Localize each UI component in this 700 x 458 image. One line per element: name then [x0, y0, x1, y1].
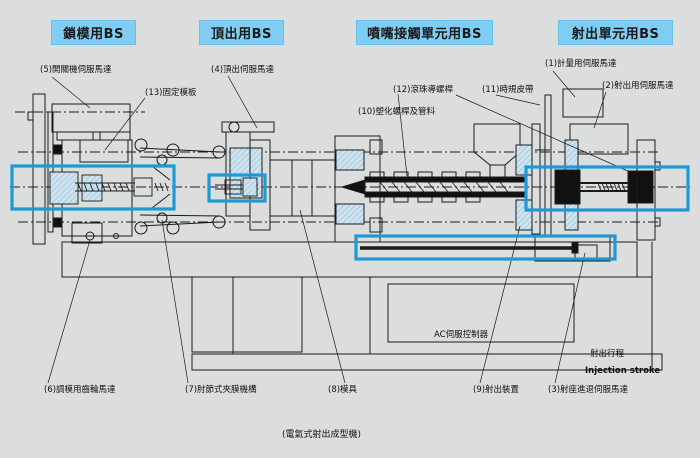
label-injection-servo-motor: (2)射出用伺服馬達	[602, 81, 674, 91]
label-carriage-servo-motor: (3)射座進退伺服馬達	[548, 385, 629, 395]
carriage-servo-motor	[360, 235, 611, 262]
injection-ball-screw	[597, 182, 626, 192]
label-clamp-servo-motor: (5)開關機伺服馬達	[40, 65, 112, 75]
label-timing-belt: (11)時規皮帶	[482, 85, 534, 95]
leader-lines	[47, 70, 631, 384]
highlight-clamp-bs	[10, 164, 176, 211]
label-injection-stroke-zh: 射出行程	[590, 349, 625, 359]
label-injection-unit: (9)射出裝置	[473, 385, 520, 395]
label-mold-adjust-gear-motor: (6)調模用齒輪馬達	[44, 385, 116, 395]
toggle-mechanism	[134, 138, 226, 235]
label-metering-servo-motor: (1)計量用伺服馬達	[545, 59, 617, 69]
highlight-ejector-bs	[207, 173, 267, 203]
highlight-injection-bs	[524, 165, 690, 212]
ac-servo-controller-box	[387, 283, 575, 343]
label-injection-stroke-en: Injection stroke	[585, 366, 661, 376]
label-ball-screw: (12)滾珠導螺桿	[393, 85, 453, 95]
clamp-ball-screw	[49, 171, 169, 205]
label-fixed-platen: (13)固定模板	[145, 88, 197, 98]
injection-unit	[531, 88, 661, 241]
label-mold: (8)模具	[328, 385, 358, 395]
label-plasticizing-screw: (10)塑化螺桿及管料	[358, 107, 435, 117]
header-injection-unit-bs: 射出單元用BS	[558, 20, 673, 45]
hopper	[473, 123, 533, 231]
header-nozzle-touch-bs: 噴嘴接觸單元用BS	[356, 20, 493, 45]
figure-caption: (電氣式射出成型機)	[282, 430, 362, 440]
label-ac-servo-controller: AC伺服控制器	[434, 330, 489, 340]
label-toggle-clamp: (7)肘節式夾膜機構	[185, 385, 257, 395]
header-clamp-bs: 鎖模用BS	[51, 20, 136, 45]
mold	[269, 159, 336, 217]
ejector-ball-screw	[215, 177, 258, 197]
highlight-nozzle-bs	[354, 234, 617, 261]
rear-platen	[53, 139, 133, 244]
header-ejector-bs: 頂出用BS	[199, 20, 284, 45]
label-ejector-servo-motor: (4)頂出伺服馬達	[211, 65, 275, 75]
